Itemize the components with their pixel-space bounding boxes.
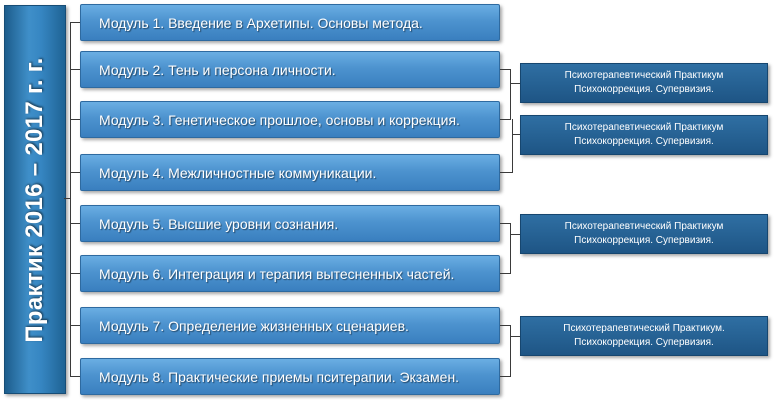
bracket-4-bottom	[500, 376, 511, 377]
module-3: Модуль 3. Генетическое прошлое, основы и…	[80, 101, 500, 138]
connector-tick-1	[70, 22, 80, 23]
connector-tick-5	[70, 223, 80, 224]
program-title: Практик 2016 – 2017 г. г.	[21, 56, 48, 343]
module-6: Модуль 6. Интеграция и терапия вытесненн…	[80, 255, 500, 292]
bracket-1-bottom	[500, 119, 511, 120]
practicum-note-1-line2: Психокоррекция. Супервизия.	[574, 84, 714, 95]
practicum-note-3: Психотерапевтический Практикум Психокорр…	[520, 214, 768, 254]
bracket-1-top	[500, 69, 511, 70]
practicum-note-4: Психотерапевтический Практикум. Психокор…	[520, 316, 768, 356]
module-2: Модуль 2. Тень и персона личности.	[80, 51, 500, 88]
bracket-1-vertical	[510, 69, 511, 119]
practicum-note-1-line1: Психотерапевтический Практикум	[564, 70, 724, 81]
bracket-4-to-note	[510, 336, 520, 337]
practicum-note-2: Психотерапевтический Практикум Психокорр…	[520, 115, 768, 155]
bracket-3-vertical	[510, 223, 511, 273]
bracket-3-to-note	[510, 234, 520, 235]
practicum-note-1: Психотерапевтический Практикум Психокорр…	[520, 63, 768, 103]
bracket-2-to-note	[512, 134, 520, 135]
connector-tick-7	[70, 325, 80, 326]
bracket-2-vertical	[512, 119, 513, 172]
bracket-2-bottom	[500, 172, 513, 173]
module-1: Модуль 1. Введение в Архетипы. Основы ме…	[80, 4, 500, 41]
bracket-3-top	[500, 223, 511, 224]
module-8: Модуль 8. Практические приемы пситерапии…	[80, 358, 500, 395]
practicum-note-3-line2: Психокоррекция. Супервизия.	[574, 235, 714, 246]
connector-tick-4	[70, 172, 80, 173]
bracket-4-top	[500, 325, 511, 326]
practicum-note-2-line2: Психокоррекция. Супервизия.	[574, 136, 714, 147]
practicum-note-4-line2: Психокоррекция. Супервизия.	[574, 337, 714, 348]
connector-tick-8	[70, 376, 80, 377]
practicum-note-3-line1: Психотерапевтический Практикум	[564, 221, 724, 232]
module-5: Модуль 5. Высшие уровни сознания.	[80, 205, 500, 242]
bracket-4-vertical	[510, 325, 511, 376]
connector-tick-2	[70, 69, 80, 70]
connector-tick-3	[70, 119, 80, 120]
connector-stub-title	[64, 198, 71, 199]
practicum-note-4-line1: Психотерапевтический Практикум.	[563, 323, 725, 334]
module-4: Модуль 4. Межличностные коммуникации.	[80, 154, 500, 191]
connector-tick-6	[70, 273, 80, 274]
bracket-3-bottom	[500, 273, 511, 274]
main-connector-line	[70, 22, 71, 377]
module-7: Модуль 7. Определение жизненных сценарие…	[80, 307, 500, 344]
practicum-note-2-line1: Психотерапевтический Практикум	[564, 122, 724, 133]
program-title-bar: Практик 2016 – 2017 г. г.	[4, 5, 66, 394]
bracket-1-to-note	[510, 83, 520, 84]
